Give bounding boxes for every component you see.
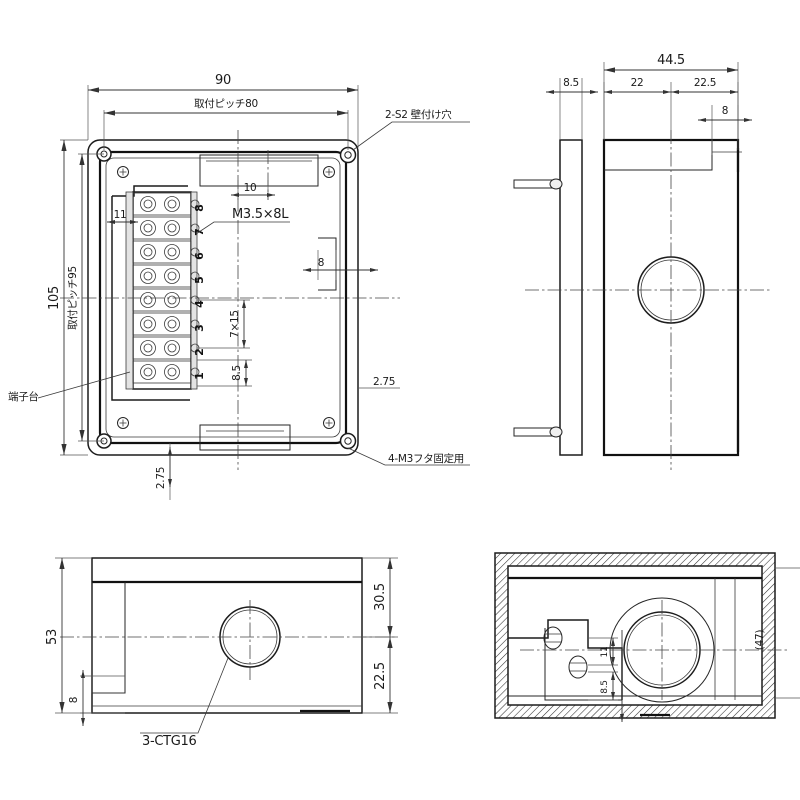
front-left-step-lower	[111, 196, 190, 401]
dim-terminal-end: 8.5	[231, 365, 243, 381]
side-cover-plate	[559, 139, 583, 456]
dim-upper-height: 30.5	[373, 583, 388, 611]
terminal-row	[132, 192, 200, 216]
side-mount-screw-bottom	[513, 427, 553, 437]
cover-screw-cross-tl	[119, 168, 127, 176]
leader-cable-glands	[140, 657, 229, 734]
wall-mount-hole-br	[339, 432, 357, 450]
dim-step: 8	[68, 697, 80, 703]
dim-terminal-offset-left: 11	[114, 209, 127, 221]
dim-cover-depth: 22.5	[694, 77, 716, 89]
side-view: 44.5 8.5 22 22.5 8	[513, 53, 770, 470]
dim-lip: 8	[722, 105, 728, 117]
section-screw-upper-threads	[544, 633, 562, 643]
dim-section-inner-height: (47)	[754, 630, 766, 651]
leader-cover-screws	[347, 447, 470, 466]
terminal-row	[132, 312, 200, 336]
wall-mount-hole-tr-inner	[344, 151, 352, 159]
front-left-step-upper	[112, 185, 188, 197]
wall-mount-hole-br-inner	[344, 437, 352, 445]
terminal-number: 6	[193, 252, 206, 260]
section-terminal-screws	[543, 626, 588, 679]
front-view: 8 7 6 5 4 3 2 1 90 取付ピッチ80	[8, 73, 470, 500]
callout-wall-mount-holes: 2-S2 壁付け穴	[385, 108, 452, 121]
section-screw-lower-threads	[569, 662, 587, 672]
dim-overall-depth: 44.5	[657, 53, 685, 68]
cover-screw-cross-tr	[325, 168, 333, 176]
terminal-number: 8	[193, 204, 206, 212]
dim-mounting-pitch-height: 取付ピッチ95	[66, 266, 79, 330]
dim-top-overall-width: 53	[45, 629, 60, 645]
terminal-number: 1	[193, 372, 206, 380]
terminal-block-rail-right	[190, 191, 198, 390]
terminal-number: 5	[193, 276, 206, 284]
cover-screw-cross-bl	[119, 419, 127, 427]
terminal-row	[132, 264, 200, 288]
section-view: (47) 11 8.5	[494, 552, 800, 722]
side-screw-head-top	[549, 178, 563, 190]
side-mount-screw-top	[513, 179, 553, 189]
callout-screw-spec: M3.5×8L	[232, 207, 289, 222]
terminal-row	[132, 360, 200, 384]
terminal-number: 2	[193, 348, 206, 356]
dim-section-terminal-height: 11	[600, 647, 610, 658]
section-screw-upper	[543, 626, 563, 650]
leader-m35-screw	[195, 221, 290, 235]
leader-wall-mount-holes	[352, 121, 470, 151]
callout-terminal-block: 端子台	[8, 390, 39, 403]
terminal-number: 4	[193, 300, 206, 308]
dim-edge-offset-right: 8	[318, 257, 324, 269]
front-upper-rib	[199, 154, 319, 187]
terminal-positions	[132, 192, 200, 384]
dim-bottom-offset-left: 2.75	[155, 467, 167, 489]
terminal-row	[132, 336, 200, 360]
callout-cover-screws: 4-M3フタ固定用	[388, 452, 464, 465]
top-view: 53 30.5 22.5 8 3-CTG16	[45, 557, 398, 749]
dim-mounting-pitch-width: 取付ピッチ80	[194, 97, 258, 110]
dim-section-terminal-base: 8.5	[600, 680, 610, 693]
terminal-number: 3	[193, 324, 206, 332]
dim-flange-gap: 8.5	[563, 77, 579, 89]
cover-screw-cross-br	[325, 419, 333, 427]
side-screw-head-bottom	[549, 426, 563, 438]
terminal-row	[132, 240, 200, 264]
dim-lower-height: 22.5	[373, 662, 388, 690]
front-lower-rib	[199, 424, 291, 451]
dim-overall-width: 90	[215, 73, 231, 88]
leader-terminal-block	[37, 371, 131, 399]
callout-cable-glands: 3-CTG16	[142, 734, 197, 749]
dim-bottom-offset-right: 2.75	[373, 376, 395, 388]
dim-body-depth: 22	[631, 77, 644, 89]
terminal-row	[132, 288, 200, 312]
dim-terminal-pitch: 7×15	[229, 310, 241, 338]
dim-slot-width: 10	[244, 182, 257, 194]
section-screw-lower	[568, 655, 588, 679]
dim-overall-height: 105	[47, 286, 62, 310]
